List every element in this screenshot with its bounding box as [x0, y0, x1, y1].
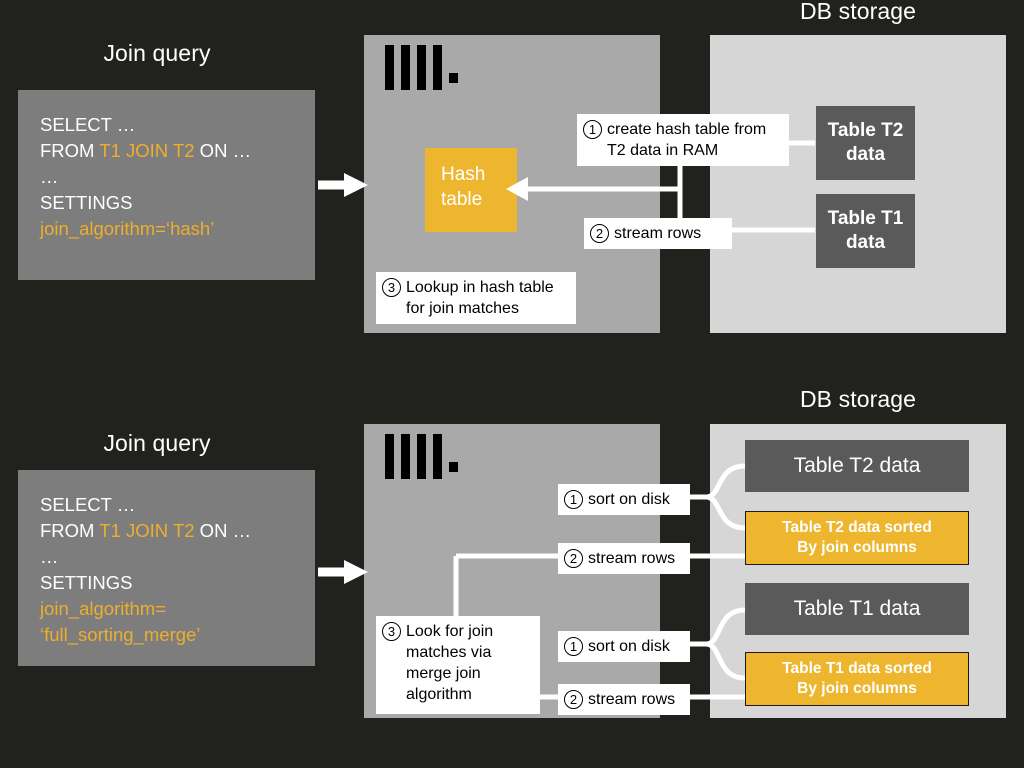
bottom-db-storage-heading: DB storage	[799, 386, 917, 412]
bottom-table-t2-sorted-line-2: By join columns	[797, 539, 917, 556]
bottom-table-t2-sorted-line-1: Table T2 data sorted	[782, 519, 932, 536]
bottom-query-line-1: SELECT …	[40, 494, 136, 515]
bottom-table-t1-sorted-box: Table T1 data sorted By join columns	[745, 652, 969, 706]
top-step-3-label: 3 Lookup in hash table for join matches	[376, 272, 576, 324]
hash-table-line-2: table	[441, 189, 483, 210]
bottom-query-line-6: ‘full_sorting_merge’	[40, 624, 201, 645]
top-table-t2-line-1: Table T2	[827, 120, 904, 141]
bottom-query-arrow-icon	[318, 560, 368, 584]
top-query-join-clause: T1 JOIN T2	[99, 140, 195, 161]
bottom-query-line-3: …	[40, 546, 60, 567]
bottom-query-line-4: SETTINGS	[40, 572, 133, 593]
bottom-table-t1-sorted-line-2: By join columns	[797, 680, 917, 697]
bottom-table-t1-box: Table T1 data	[745, 583, 969, 635]
top-query-arrow-icon	[318, 173, 368, 197]
top-step-3-number: 3	[382, 278, 401, 297]
bottom-step-1-t2-number: 1	[564, 490, 583, 509]
top-query-line-2: FROM T1 JOIN T2 ON …	[40, 138, 295, 164]
bottom-step-1-t1-number: 1	[564, 637, 583, 656]
bottom-table-t2-sorted-box: Table T2 data sorted By join columns	[745, 511, 969, 565]
top-db-storage-panel	[710, 35, 1006, 333]
top-step-2-number: 2	[590, 224, 609, 243]
top-db-storage-heading: DB storage	[799, 0, 917, 24]
bottom-query-box: SELECT … FROM T1 JOIN T2 ON … … SETTINGS…	[18, 470, 315, 666]
top-step-1-number: 1	[583, 120, 602, 139]
top-step-3-text: Lookup in hash table for join matches	[406, 279, 554, 317]
bottom-step-2-t1-label: 2 stream rows	[558, 684, 690, 715]
top-step-2-text: stream rows	[614, 225, 702, 242]
bottom-table-t1-sorted-line-1: Table T1 data sorted	[782, 660, 932, 677]
bottom-query-line-2: FROM T1 JOIN T2 ON …	[40, 518, 295, 544]
top-query-on: ON …	[194, 140, 252, 161]
bottom-step-1-t1-label: 1 sort on disk	[558, 631, 690, 662]
top-table-t2-box: Table T2 data	[816, 106, 915, 180]
bottom-query-join-clause: T1 JOIN T2	[99, 520, 195, 541]
top-table-t1-line-1: Table T1	[827, 208, 904, 229]
bottom-step-3-label: 3 Look for join matches via merge join a…	[376, 616, 540, 714]
top-step-1-label: 1 create hash table from T2 data in RAM	[577, 114, 789, 166]
bottom-step-2-t2-number: 2	[564, 549, 583, 568]
top-query-line-1: SELECT …	[40, 114, 136, 135]
bottom-query-on: ON …	[194, 520, 252, 541]
top-query-line-4: SETTINGS	[40, 192, 133, 213]
top-join-query-heading: Join query	[103, 40, 211, 66]
top-table-t1-line-2: data	[845, 232, 886, 253]
top-query-from: FROM	[40, 140, 100, 161]
top-table-t1-box: Table T1 data	[816, 194, 915, 268]
bottom-step-3-text: Look for join matches via merge join alg…	[406, 623, 494, 703]
hash-table-box: Hash table	[425, 148, 517, 232]
hash-table-line-1: Hash	[441, 164, 486, 185]
clickhouse-logo-icon	[385, 45, 458, 90]
top-table-t2-line-2: data	[845, 144, 886, 165]
bottom-step-1-t2-text: sort on disk	[588, 491, 670, 508]
bottom-table-t2-box: Table T2 data	[745, 440, 969, 492]
top-query-line-3: …	[40, 166, 60, 187]
top-step-2-label: 2 stream rows	[584, 218, 732, 249]
bottom-join-query-heading: Join query	[103, 430, 211, 456]
bottom-step-2-t2-label: 2 stream rows	[558, 543, 690, 574]
bottom-step-2-t1-number: 2	[564, 690, 583, 709]
top-query-box: SELECT … FROM T1 JOIN T2 ON … … SETTINGS…	[18, 90, 315, 280]
bottom-step-2-t2-text: stream rows	[588, 550, 676, 567]
bottom-step-1-t2-label: 1 sort on disk	[558, 484, 690, 515]
bottom-step-2-t1-text: stream rows	[588, 691, 676, 708]
bottom-query-from: FROM	[40, 520, 100, 541]
top-query-line-5: join_algorithm=‘hash’	[40, 218, 215, 239]
bottom-step-1-t1-text: sort on disk	[588, 638, 670, 655]
bottom-query-line-5: join_algorithm=	[40, 598, 166, 619]
clickhouse-logo-icon-bottom	[385, 434, 458, 479]
top-step-1-text: create hash table from T2 data in RAM	[607, 121, 767, 159]
bottom-step-3-number: 3	[382, 622, 401, 641]
